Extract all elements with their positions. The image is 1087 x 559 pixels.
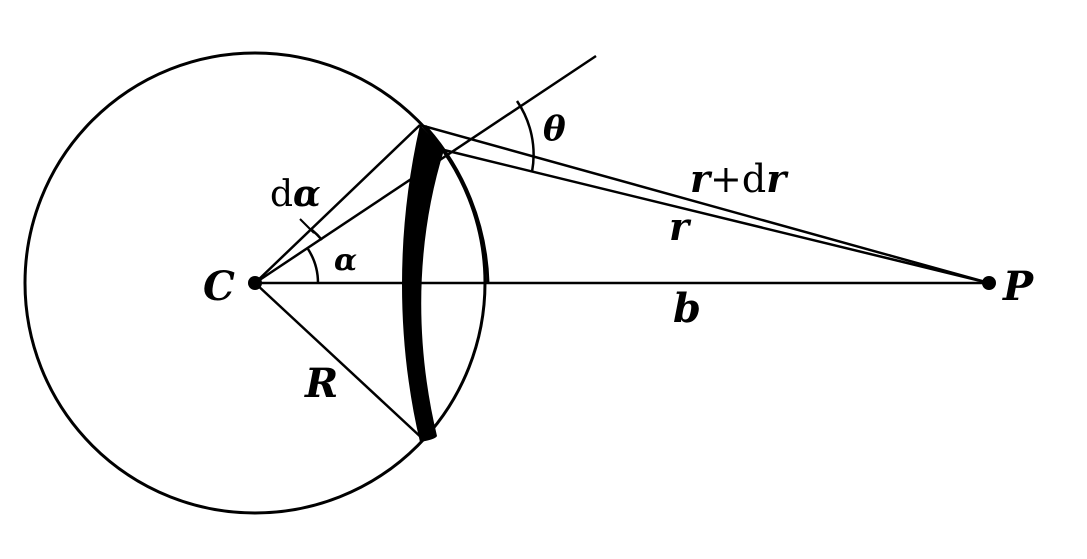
alpha-arc bbox=[306, 248, 320, 284]
point-p bbox=[982, 276, 996, 290]
label-rdr-d: d bbox=[742, 157, 766, 201]
label-p: P bbox=[1002, 263, 1035, 310]
label-dalpha-alpha: α bbox=[293, 173, 321, 215]
label-r-plus-dr: r+dr bbox=[690, 156, 789, 201]
center-point-c bbox=[248, 276, 262, 290]
line-r-plus-dr bbox=[419, 123, 990, 285]
cap-arc bbox=[423, 124, 490, 284]
theta-arc bbox=[515, 100, 535, 173]
label-rdr-r2: r bbox=[766, 156, 789, 201]
radius-upper-line bbox=[254, 124, 421, 284]
line-r bbox=[443, 148, 990, 285]
radius-lower-line bbox=[254, 282, 425, 441]
label-r: r bbox=[669, 204, 692, 249]
label-c: C bbox=[203, 263, 235, 310]
label-theta: θ bbox=[543, 109, 566, 149]
label-radius: R bbox=[304, 360, 338, 407]
label-dalpha-d: d bbox=[270, 174, 293, 215]
label-b: b bbox=[673, 285, 701, 332]
label-alpha: α bbox=[334, 243, 357, 278]
label-rdr-plus: + bbox=[710, 157, 742, 201]
label-rdr-r: r bbox=[690, 156, 713, 201]
dalpha-tick bbox=[299, 218, 315, 234]
shaded-strip bbox=[402, 125, 444, 442]
label-dalpha: dα bbox=[270, 173, 321, 215]
radius-extended-line bbox=[254, 54, 597, 285]
